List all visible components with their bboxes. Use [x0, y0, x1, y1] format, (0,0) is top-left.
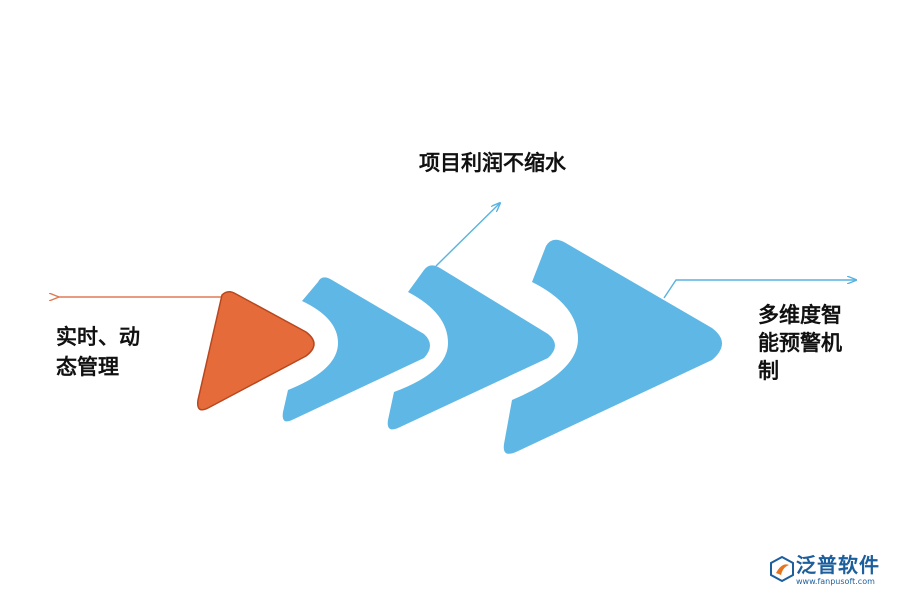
blue-chevron-3: [503, 239, 722, 454]
right-connector-arrow: [663, 280, 856, 299]
logo-mark-icon: [770, 556, 794, 582]
left-label-line-2: 态管理: [56, 355, 119, 379]
top-connector-arrow: [435, 203, 500, 267]
right-label-line-1: 多维度智: [758, 303, 842, 327]
blue-chevron-2: [387, 265, 555, 430]
right-label-line-3: 制: [758, 359, 779, 383]
orange-triangle: [196, 291, 315, 411]
top-label: 项目利润不缩水: [419, 151, 566, 175]
left-label-line-1: 实时、动: [56, 325, 140, 349]
brand-logo: 泛普软件 www.fanpusoft.com: [770, 554, 892, 590]
logo-url-text: www.fanpusoft.com: [796, 577, 875, 586]
right-label-line-2: 能预警机: [758, 331, 842, 355]
blue-chevron-1: [282, 277, 430, 422]
logo-brand-text: 泛普软件: [796, 553, 880, 577]
